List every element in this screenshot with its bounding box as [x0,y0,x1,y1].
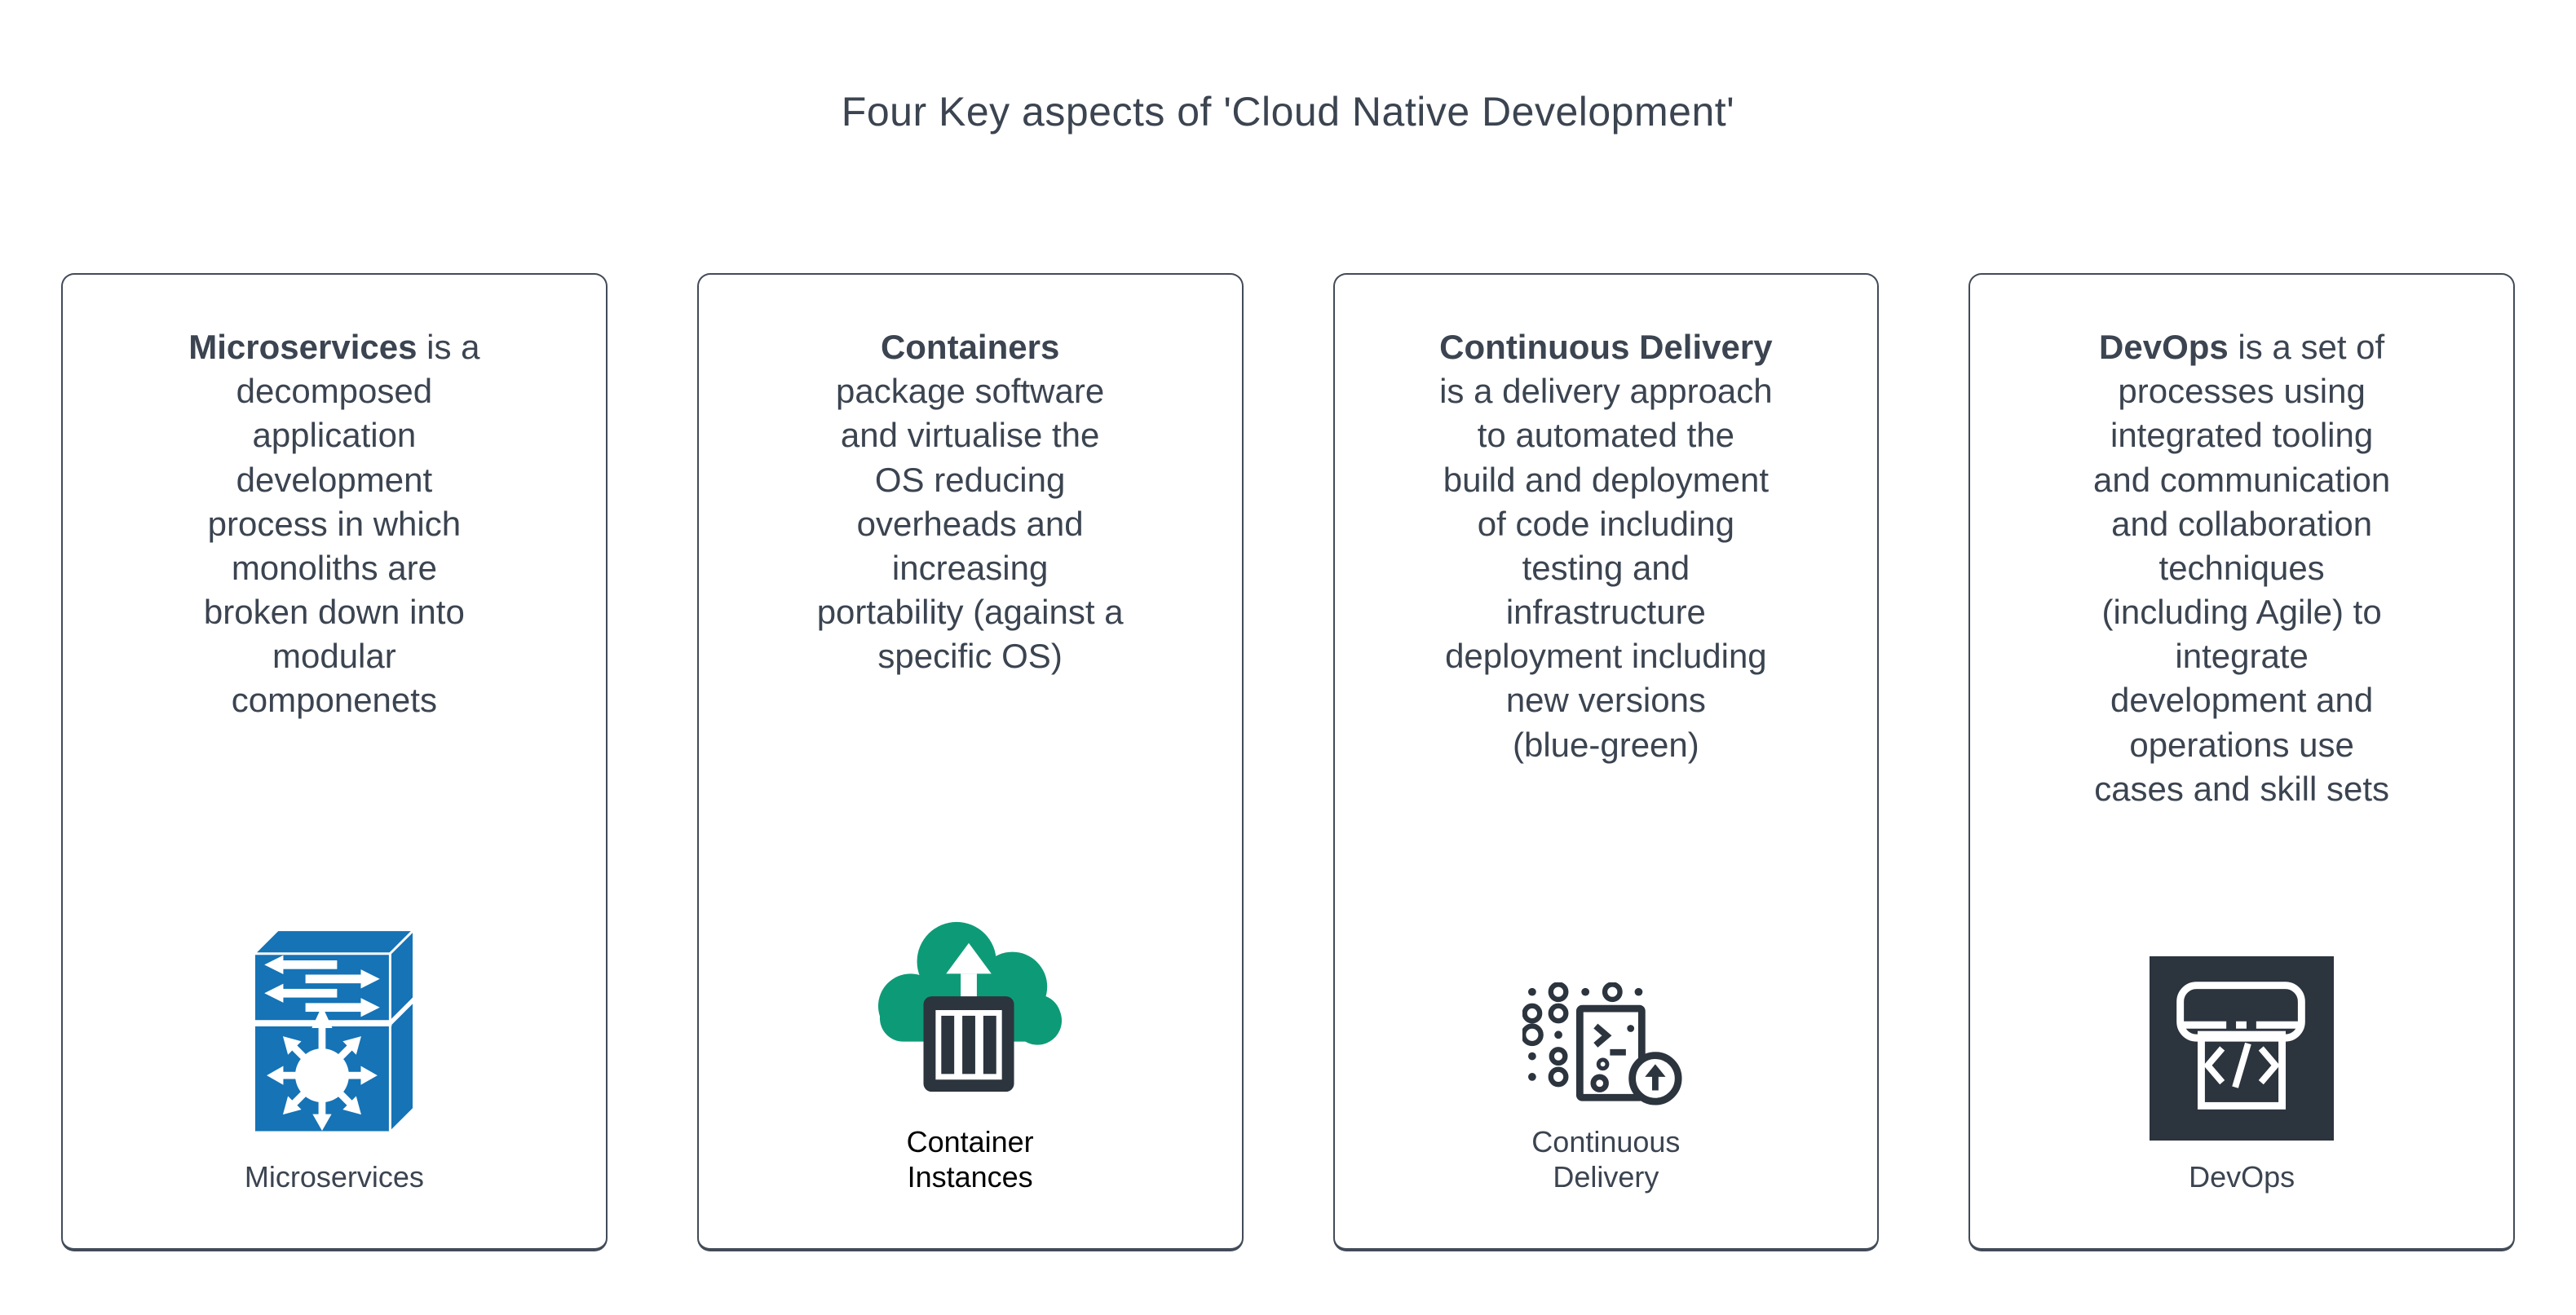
card-devops: DevOps is a set of processes using integ… [1968,273,2515,1251]
icon-group: Continuous Delivery [1522,982,1690,1194]
card-microservices: Microservices is a decomposed applicatio… [61,273,608,1251]
icon-group: DevOps [2150,955,2335,1194]
icon-label: Container Instances [906,1125,1034,1194]
card-description: Microservices is a decomposed applicatio… [188,325,479,723]
card-heading: Containers [880,328,1060,366]
icon-label: Microservices [244,1159,424,1194]
continuous-delivery-terminal-icon [1522,982,1682,1105]
icon-label: Continuous Delivery [1531,1125,1681,1194]
icon-group: Microservices [242,912,426,1194]
cards-row: Microservices is a decomposed applicatio… [61,273,2515,1251]
icon-group: Container Instances [873,916,1067,1194]
card-body-text: package software and virtualise the OS r… [816,372,1124,676]
page-title: Four Key aspects of 'Cloud Native Develo… [841,89,1735,135]
card-body-text: is a delivery approach to automated the … [1439,372,1773,764]
devops-code-machine-icon [2150,955,2335,1141]
card-containers: Containers package software and virtuali… [696,273,1244,1251]
card-heading: Continuous Delivery [1439,328,1773,366]
card-heading: DevOps [2099,328,2229,366]
icon-label: DevOps [2189,1159,2295,1194]
card-heading: Microservices [188,328,418,366]
card-continuous-delivery: Continuous Delivery is a delivery approa… [1332,273,1880,1251]
card-body-text: is a decomposed application development … [203,328,480,720]
card-description: DevOps is a set of processes using integ… [2093,325,2390,811]
microservices-3d-switch-icon [252,928,416,1133]
card-body-text: is a set of processes using integrated t… [2093,328,2391,808]
container-instances-cloud-icon [877,921,1062,1092]
card-description: Continuous Delivery is a delivery approa… [1439,325,1773,767]
card-description: Containers package software and virtuali… [817,325,1124,678]
